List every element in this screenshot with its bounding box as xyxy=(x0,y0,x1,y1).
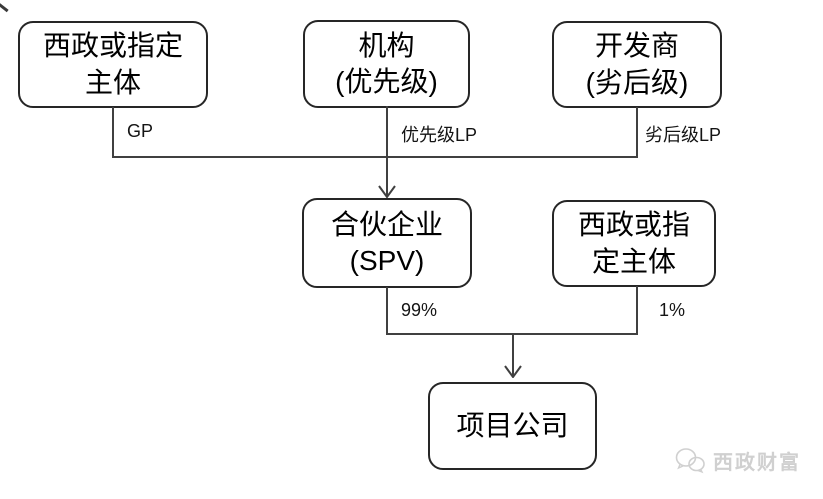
node-label: 项目公司 xyxy=(456,409,569,441)
edge-label-gp: GP xyxy=(127,121,154,141)
node-label: 机构 (优先级) xyxy=(335,29,438,97)
node-label: 开发商 (劣后级) xyxy=(585,30,689,98)
node-xizheng-entity-mid: 西政或指 定主体 xyxy=(552,200,716,287)
connector-into-spv xyxy=(386,106,388,196)
node-label: 西政或指定 主体 xyxy=(42,30,183,98)
node-developer-junior: 开发商 (劣后级) xyxy=(552,21,722,108)
wechat-icon xyxy=(675,448,705,474)
node-project-company: 项目公司 xyxy=(428,382,597,470)
edge-label-junior-lp: 劣后级LP xyxy=(645,125,722,145)
connector-gp-stub xyxy=(112,107,114,158)
node-label: 西政或指 定主体 xyxy=(577,209,690,277)
connector-entity-share-stub xyxy=(636,286,638,335)
connector-junior-lp-stub xyxy=(636,107,638,158)
corner-artifact xyxy=(0,0,9,13)
connector-spv-share-stub xyxy=(386,287,388,335)
arrowhead-down-icon xyxy=(378,185,396,198)
connector-into-project xyxy=(512,334,514,376)
node-xizheng-entity-top: 西政或指定 主体 xyxy=(18,21,208,108)
edge-label-1-percent: 1% xyxy=(659,300,686,320)
edge-label-99-percent: 99% xyxy=(401,300,438,320)
arrowhead-down-icon xyxy=(504,365,522,378)
node-label: 合伙企业 (SPV) xyxy=(330,208,443,276)
connector-top-horizontal xyxy=(112,156,638,158)
node-institution-senior: 机构 (优先级) xyxy=(303,20,470,108)
brand-watermark-text: 西政财富 xyxy=(713,452,801,474)
node-partnership-spv: 合伙企业 (SPV) xyxy=(302,198,472,288)
edge-label-senior-lp: 优先级LP xyxy=(401,125,478,145)
brand-watermark: 西政财富 xyxy=(674,446,801,475)
